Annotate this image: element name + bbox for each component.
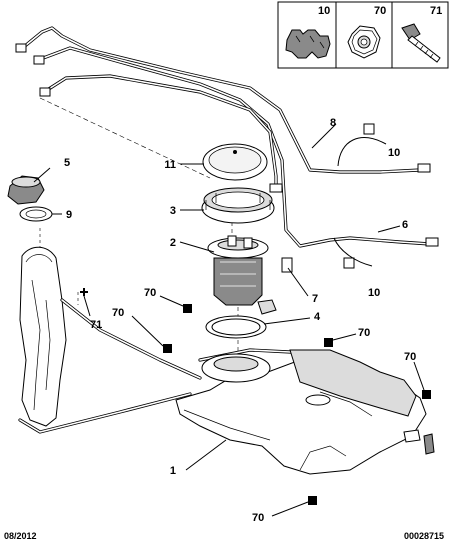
callout-70-c: 70 [358,327,370,339]
part-5-filler-cap [7,175,45,205]
marker-70 [422,390,431,399]
marker-70 [308,496,317,505]
marker-10 [343,257,355,269]
part-4-seal [205,315,267,339]
callout-1: 1 [170,465,176,477]
part-9-filler-seal [19,206,53,222]
callout-6: 6 [402,219,408,231]
filler-neck [18,246,202,434]
callout-8: 8 [330,117,336,129]
callout-10-upper: 10 [388,147,400,159]
part-1-fuel-tank [175,348,435,475]
part-3-locking-ring [201,187,275,224]
callout-11: 11 [164,159,176,171]
callout-2: 2 [170,237,176,249]
callout-70-e: 70 [252,512,264,524]
callout-7: 7 [312,293,318,305]
revision-date: 08/2012 [4,531,37,541]
callout-10-lower: 10 [368,287,380,299]
fastener-markers [80,123,431,505]
legend-ref-10: 10 [318,5,330,17]
callout-70-a: 70 [144,287,156,299]
pipe-connector [269,183,283,193]
part-11-cover [202,143,268,181]
marker-70 [183,304,192,313]
float-arm [257,299,277,315]
pipe-connector [417,163,431,173]
diagram-code: 00028715 [403,531,444,541]
callout-71: 71 [90,319,102,331]
parts-legend: 10 70 71 [277,1,449,69]
assembly-guide-lines [39,97,239,358]
nut-icon [347,25,381,59]
marker-71 [80,288,88,296]
clip-icon [285,29,331,59]
bolt-icon [401,23,441,63]
callout-5: 5 [64,157,70,169]
callout-labels: 1 2 3 4 5 6 7 8 9 10 10 11 70 70 70 70 7… [64,117,416,524]
pipe-connector [39,87,51,97]
pipe-connector [15,43,27,53]
callout-70-b: 70 [112,307,124,319]
marker-70 [324,338,333,347]
callout-70-d: 70 [404,351,416,363]
pipe-connector [33,55,45,65]
pipe-connector [425,237,439,247]
pipe-connector [281,257,293,273]
callout-9: 9 [66,209,72,221]
part-2-fuel-pump [207,235,277,315]
callout-4: 4 [314,311,321,323]
fuel-pipes [15,26,439,273]
leader-lines [33,123,425,517]
legend-ref-70: 70 [374,5,386,17]
legend-ref-71: 71 [430,5,442,17]
marker-70 [163,344,172,353]
marker-10 [363,123,375,135]
callout-3: 3 [170,205,176,217]
